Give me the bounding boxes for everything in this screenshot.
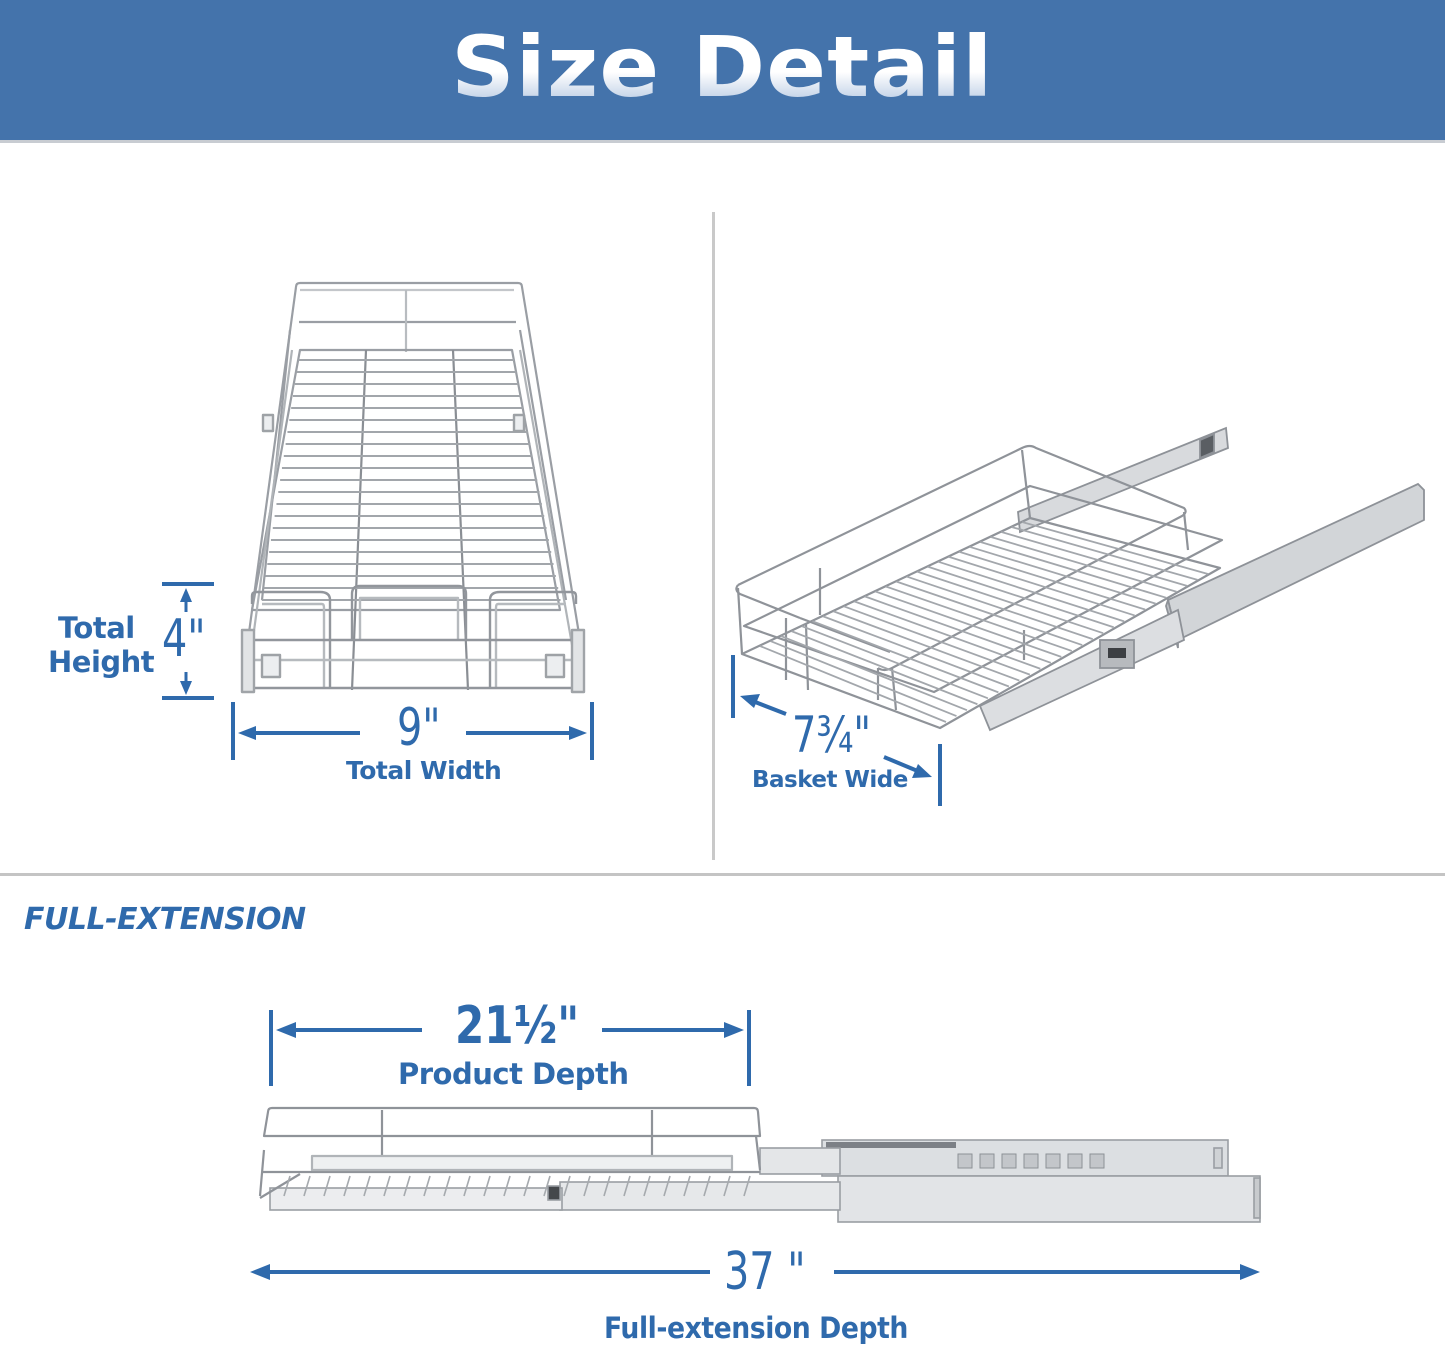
total-height-label-line2: Height <box>48 645 155 679</box>
full-extension-depth-value: 37 " <box>724 1242 806 1302</box>
basket-wide-label: Basket Wide <box>752 767 908 793</box>
total-height-label-line1: Total <box>58 611 135 645</box>
height-value: 4" <box>162 609 206 669</box>
page-title: Size Detail <box>451 18 994 116</box>
basket-width-value: 7¾" <box>792 706 871 764</box>
full-extension-depth-label: Full-extension Depth <box>604 1311 908 1345</box>
product-depth-value: 21½" <box>455 996 580 1056</box>
product-depth-label: Product Depth <box>398 1057 629 1091</box>
total-width-label: Total Width <box>346 756 502 785</box>
vertical-divider <box>712 212 715 860</box>
horizontal-divider <box>0 873 1445 876</box>
header-banner: Size Detail <box>0 0 1445 140</box>
full-extension-title: FULL-EXTENSION <box>24 902 306 937</box>
banner-divider <box>0 140 1445 143</box>
total-height-label: Total <box>58 611 135 645</box>
width-value: 9" <box>397 698 441 758</box>
